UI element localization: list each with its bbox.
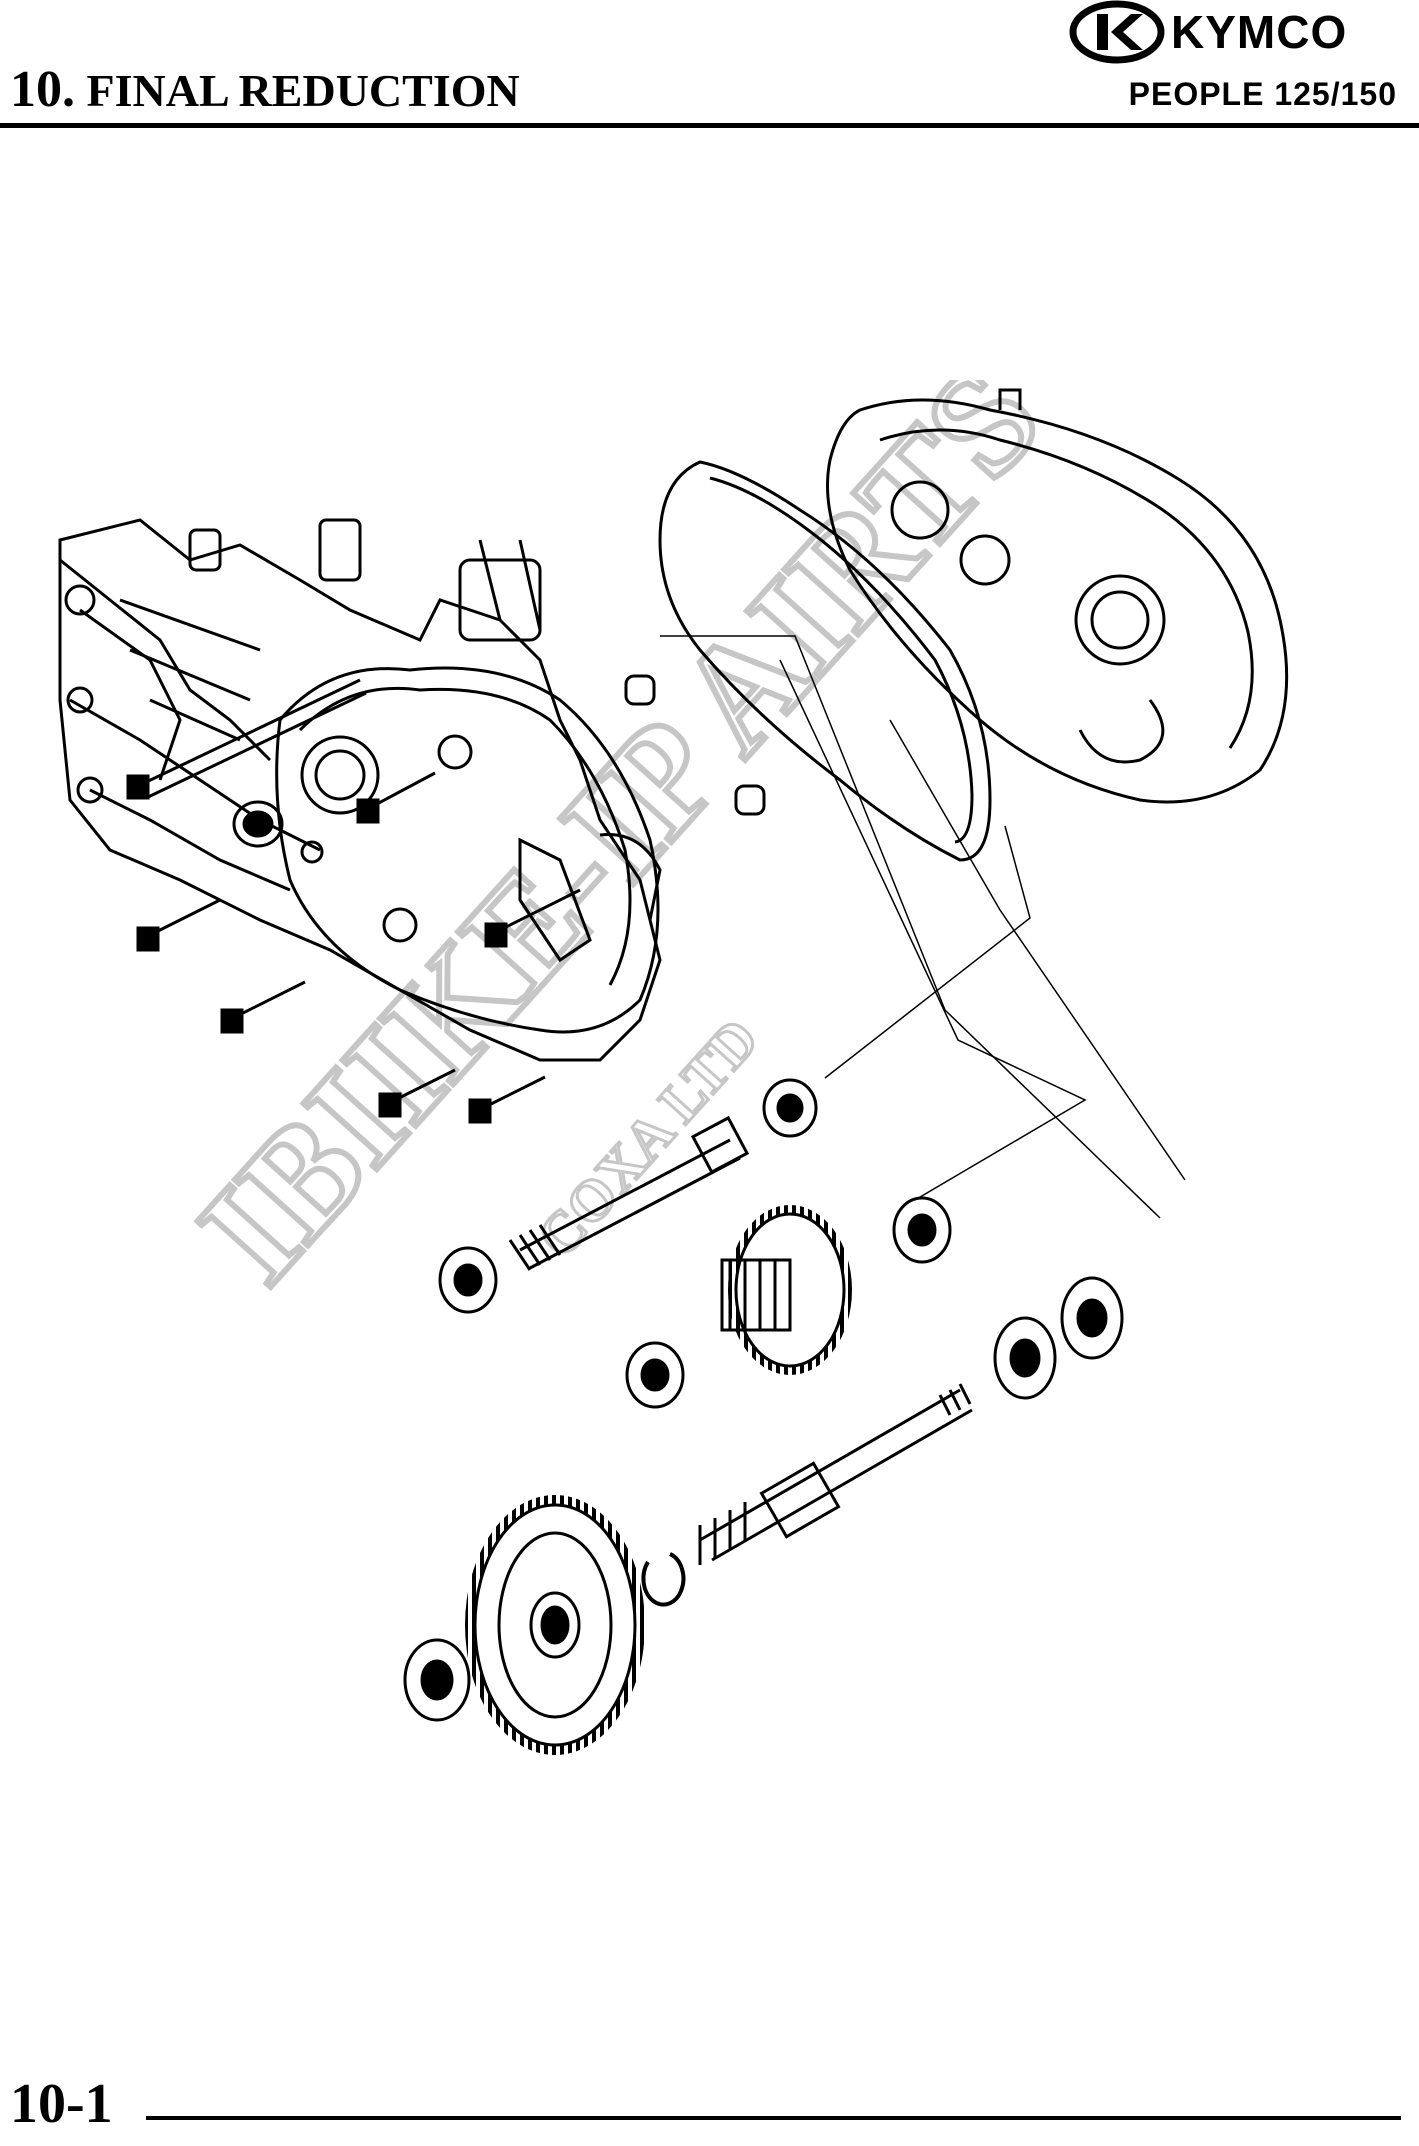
page-header: 10. FINAL REDUCTION KYMCO PEOPLE 125/150 xyxy=(0,0,1419,130)
bolt-5 xyxy=(484,888,581,948)
final-shaft xyxy=(698,1383,973,1565)
crankcase-left xyxy=(58,518,662,1062)
gasket xyxy=(658,460,992,862)
exploded-view-diagram: IBIIKE-IP AIRTS COXA LTD xyxy=(58,380,1289,1755)
watermark: IBIIKE-IP AIRTS COXA LTD xyxy=(165,380,1075,1316)
kymco-logo: KYMCO xyxy=(1069,0,1347,64)
bearing-3 xyxy=(892,1196,952,1264)
bearing-7 xyxy=(403,1638,471,1722)
bearing-5 xyxy=(993,1316,1057,1400)
footer-rule xyxy=(146,2116,1401,2120)
section-title: 10. FINAL REDUCTION xyxy=(10,60,520,119)
model-name: PEOPLE 125/150 xyxy=(1128,76,1397,112)
final-gear xyxy=(465,1495,645,1755)
page-number: 10-1 xyxy=(10,2073,113,2135)
header-rule xyxy=(0,123,1419,128)
bolt-4 xyxy=(220,980,306,1034)
bolt-2 xyxy=(356,771,436,824)
bearing-2 xyxy=(438,1246,498,1314)
section-number: 10. xyxy=(10,61,75,118)
final-drive-housing xyxy=(826,388,1289,804)
bolt-6 xyxy=(378,1068,456,1118)
bolt-7 xyxy=(468,1075,546,1124)
watermark-sub: COXA LTD xyxy=(524,1006,770,1269)
bolt-3 xyxy=(136,898,221,952)
bolt-1 xyxy=(126,678,367,800)
leader-lines xyxy=(660,635,1186,1219)
bolts xyxy=(126,678,581,1124)
oil-seal xyxy=(232,800,284,848)
brand-text: KYMCO xyxy=(1171,6,1347,58)
bearings xyxy=(403,1078,1124,1722)
bearing-1 xyxy=(762,1078,818,1138)
bearing-6 xyxy=(1060,1276,1124,1360)
bearing-4 xyxy=(625,1341,685,1409)
countershaft-gear xyxy=(720,1205,852,1375)
circlip xyxy=(641,1552,686,1607)
final-drive-cover xyxy=(275,666,662,1034)
drive-shaft xyxy=(508,1115,750,1271)
dowel-pins xyxy=(624,674,766,816)
section-title-text: FINAL REDUCTION xyxy=(86,65,520,116)
page-footer: 10-1 xyxy=(0,2060,1419,2146)
